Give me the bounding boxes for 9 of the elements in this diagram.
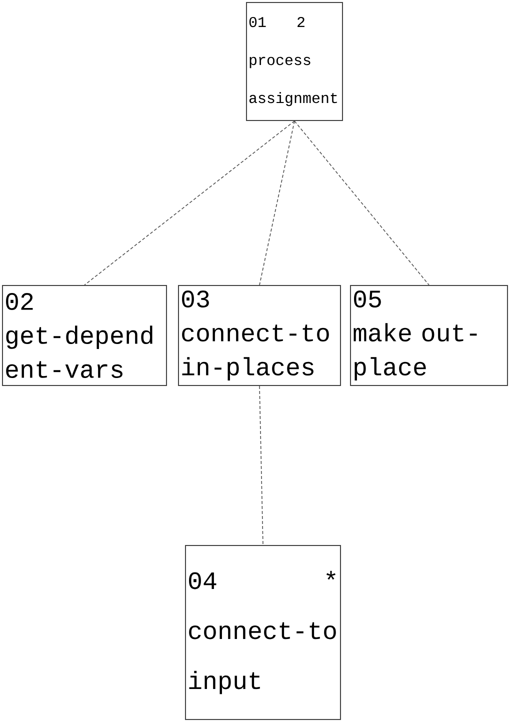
process-box: 03 connect-to in-places: [178, 285, 341, 386]
connector-line: [259, 120, 295, 286]
connector-line: [294, 120, 430, 286]
process-box: 04 * connect-to input: [185, 545, 341, 720]
process-box: 05 make out-place: [350, 285, 508, 386]
process-box: 02 get-depend ent-vars: [2, 285, 167, 386]
connector-line: [259, 386, 264, 546]
process-box: 01 2 process assignment: [246, 2, 343, 121]
connector-line: [84, 120, 295, 286]
